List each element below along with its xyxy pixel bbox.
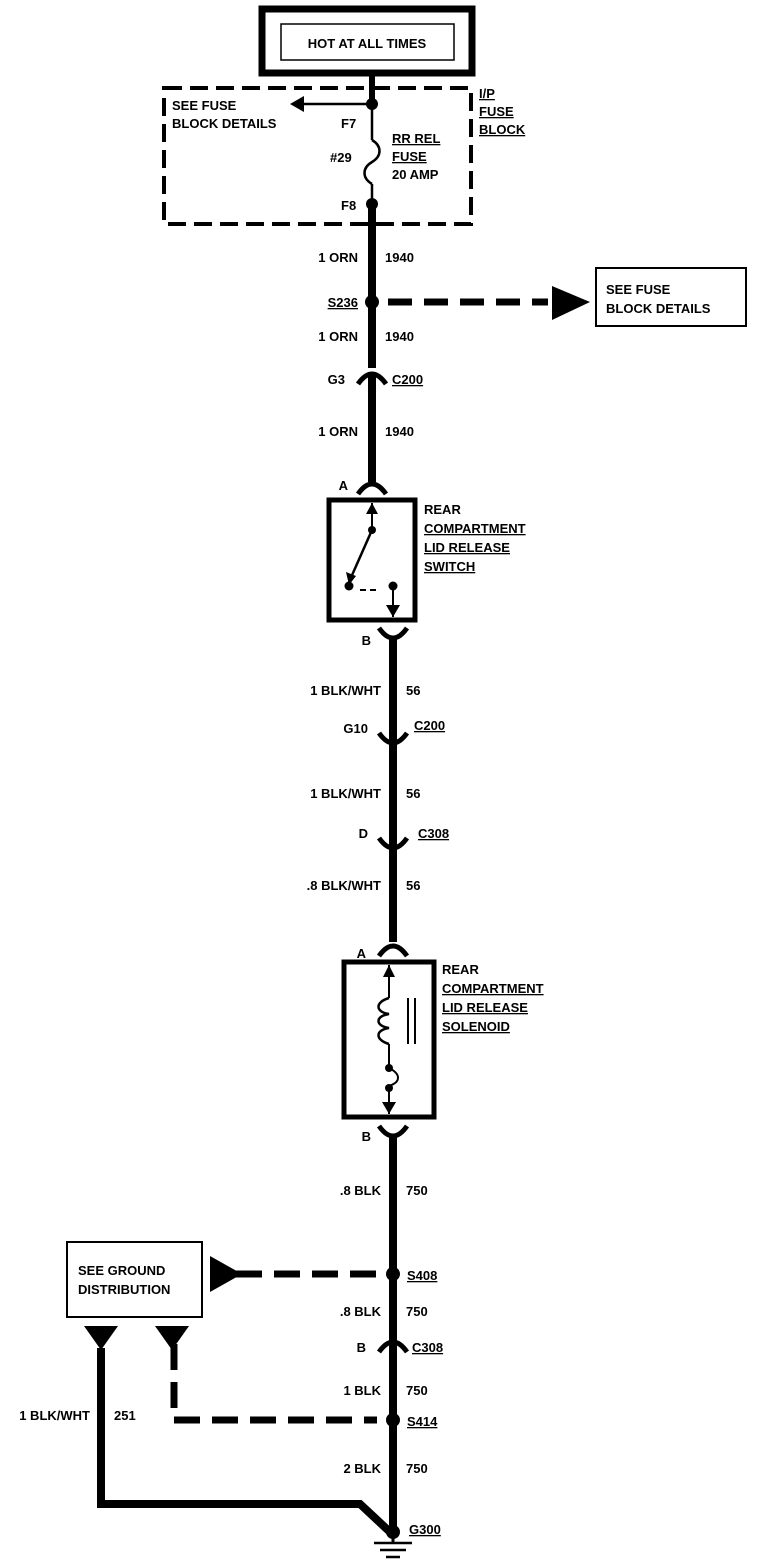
wire10-circuit: 750 — [406, 1461, 428, 1476]
splice-s236-dot — [365, 295, 379, 309]
arrow-left-icon — [290, 96, 304, 112]
switch-arrow-up-icon — [366, 503, 378, 514]
connector3-name: C308 — [418, 826, 449, 841]
fuse-details-ref-box: SEE FUSE BLOCK DETAILS — [595, 267, 747, 327]
wire8-circuit: 750 — [406, 1304, 428, 1319]
connector-c200-g10-icon — [376, 731, 410, 746]
arrow-left-ground-icon — [210, 1256, 242, 1292]
solenoid-label-line1: REAR — [442, 962, 479, 977]
wire3-gauge: 1 ORN — [318, 424, 358, 439]
fuse-label-line1: RR REL — [392, 131, 440, 146]
solenoid-label-line3: LID RELEASE — [442, 1000, 528, 1015]
splice-s408-dot — [386, 1267, 400, 1281]
connector-c308-b-icon — [376, 1339, 410, 1354]
fuse-block-see-details-line1: SEE FUSE — [172, 98, 237, 113]
connector1-name: C200 — [392, 372, 423, 387]
switch-pin-b: B — [362, 633, 371, 648]
wire-segment-blk: .8 BLK 750 S408 .8 BLK 750 B C308 1 BLK … — [170, 1136, 443, 1532]
wire10-gauge: 2 BLK — [343, 1461, 381, 1476]
solenoid-arrow-up-icon — [383, 965, 395, 977]
switch-pin-a: A — [339, 478, 349, 493]
ground-wire-circuit: 251 — [114, 1408, 136, 1423]
switch-label-line1: REAR — [424, 502, 461, 517]
ground-ref-line2: DISTRIBUTION — [78, 1282, 170, 1297]
solenoid-arrow-down-icon — [382, 1102, 396, 1114]
header-box: HOT AT ALL TIMES — [258, 5, 476, 77]
ground-g300: G300 — [374, 1522, 441, 1559]
switch-label-line4: SWITCH — [424, 559, 475, 574]
ground-label: G300 — [409, 1522, 441, 1537]
arrow-right-icon — [552, 286, 590, 320]
connector-c308-d-icon — [376, 836, 410, 851]
fuse-element-icon — [363, 138, 381, 186]
connector-c200-g3: G3 C200 1 ORN 1940 — [318, 371, 423, 482]
splice-s408-label: S408 — [407, 1268, 437, 1283]
ground-ref-arrow-right-icon — [155, 1326, 189, 1350]
solenoid-pin-a: A — [357, 946, 367, 961]
wire2-circuit: 1940 — [385, 329, 414, 344]
solenoid-pin-b: B — [362, 1129, 371, 1144]
fuse-block-see-details-line2: BLOCK DETAILS — [172, 116, 277, 131]
fuse-block: SEE FUSE BLOCK DETAILS F7 #29 RR REL FUS… — [162, 73, 526, 226]
wire1-gauge: 1 ORN — [318, 250, 358, 265]
wire5-gauge: 1 BLK/WHT — [310, 786, 381, 801]
fuse-block-name-line2: FUSE — [479, 104, 514, 119]
splice-s414-dot — [386, 1413, 400, 1427]
connector2-pin: G10 — [343, 721, 368, 736]
lid-release-switch: A REAR COMPARTMENT LID RELEASE SWITCH B — [326, 478, 526, 648]
wire6-gauge: .8 BLK/WHT — [307, 878, 381, 893]
wire7-circuit: 750 — [406, 1183, 428, 1198]
fuse-details-ref-line1: SEE FUSE — [606, 282, 671, 297]
connector4-pin: B — [357, 1340, 366, 1355]
ground-distribution-ref-box: SEE GROUND DISTRIBUTION — [66, 1241, 203, 1350]
wire5-circuit: 56 — [406, 786, 420, 801]
wire4-gauge: 1 BLK/WHT — [310, 683, 381, 698]
fuse-label-line2: FUSE — [392, 149, 427, 164]
fuse-label-line3: 20 AMP — [392, 167, 439, 182]
dashed-link-s414 — [170, 1344, 377, 1424]
wire-segment-blk-wht: 1 BLK/WHT 56 G10 C200 1 BLK/WHT 56 D C30… — [307, 638, 449, 942]
switch-arrow-down-icon — [386, 605, 400, 617]
ground-wire-gauge: 1 BLK/WHT — [19, 1408, 90, 1423]
wire2-gauge: 1 ORN — [318, 329, 358, 344]
ground-icon — [374, 1541, 412, 1559]
connector2-name: C200 — [414, 718, 445, 733]
solenoid-label-line2: COMPARTMENT — [442, 981, 544, 996]
switch-pin-b-connector-icon — [376, 626, 410, 641]
terminal-f8-label: F8 — [341, 198, 356, 213]
fuse-details-ref-line2: BLOCK DETAILS — [606, 301, 711, 316]
wire3-circuit: 1940 — [385, 424, 414, 439]
connector4-name: C308 — [412, 1340, 443, 1355]
switch-blade — [347, 529, 374, 583]
switch-label-line3: LID RELEASE — [424, 540, 510, 555]
solenoid-coil-icon — [377, 996, 390, 1046]
wire4-circuit: 56 — [406, 683, 420, 698]
wire6-circuit: 56 — [406, 878, 420, 893]
fuse-block-name-line3: BLOCK — [479, 122, 526, 137]
solenoid-pin-b-connector-icon — [376, 1124, 410, 1139]
wire8-gauge: .8 BLK — [340, 1304, 382, 1319]
wire9-gauge: 1 BLK — [343, 1383, 381, 1398]
wire9-circuit: 750 — [406, 1383, 428, 1398]
connector3-pin: D — [359, 826, 368, 841]
solenoid-pin-a-connector-icon — [376, 943, 410, 958]
fuse-block-name-line1: I/P — [479, 86, 495, 101]
wire-segment-orn: 1 ORN 1940 S236 1 ORN 1940 — [318, 204, 590, 368]
switch-pin-a-connector-icon — [355, 481, 389, 496]
splice-s236-label: S236 — [328, 295, 358, 310]
wire7-gauge: .8 BLK — [340, 1183, 382, 1198]
ground-ref-arrow-left-icon — [84, 1326, 118, 1350]
splice-s414-label: S414 — [407, 1414, 438, 1429]
header-title: HOT AT ALL TIMES — [308, 36, 427, 51]
switch-label-line2: COMPARTMENT — [424, 521, 526, 536]
terminal-f7-label: F7 — [341, 116, 356, 131]
fuse-number: #29 — [330, 150, 352, 165]
solenoid-label-line4: SOLENOID — [442, 1019, 510, 1034]
ground-ref-line1: SEE GROUND — [78, 1263, 165, 1278]
connector1-pin: G3 — [328, 372, 345, 387]
lid-release-solenoid: A REAR COMPARTMENT LID RELEASE SOLENOID … — [341, 943, 544, 1144]
ground-wire-251: 1 BLK/WHT 251 — [19, 1348, 393, 1535]
wire1-circuit: 1940 — [385, 250, 414, 265]
